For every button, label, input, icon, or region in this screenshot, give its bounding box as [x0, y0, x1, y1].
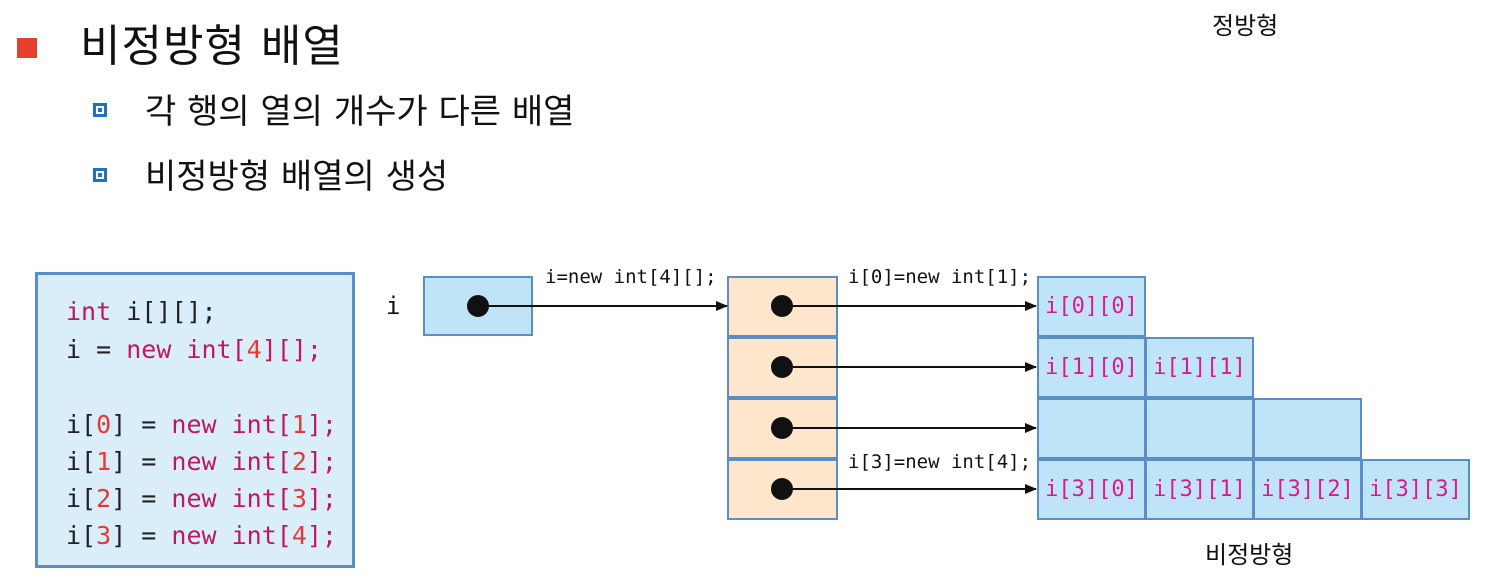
code-keyword: int[ — [216, 447, 292, 476]
array-cell: i[1][0] — [1037, 337, 1146, 398]
code-line: i[1] = new int[2]; — [66, 447, 337, 476]
code-text: ]; — [306, 447, 337, 476]
code-keyword: new — [171, 521, 217, 550]
edge-label-alloc-rows: i=new int[4][]; — [545, 266, 717, 288]
sub-bullet-icon — [93, 168, 107, 182]
code-text: ]; — [306, 521, 337, 550]
array-cell — [1145, 398, 1254, 459]
code-text: i[ — [66, 484, 97, 513]
main-bullet-icon — [17, 38, 37, 58]
code-keyword: new — [126, 335, 172, 364]
code-number: 4 — [246, 335, 262, 364]
array-cell: i[3][1] — [1145, 459, 1254, 520]
code-number: 1 — [291, 410, 307, 439]
code-line: i[0] = new int[1]; — [66, 410, 337, 439]
array-cell: i[0][0] — [1037, 276, 1146, 337]
sub-bullet-icon — [93, 103, 107, 117]
diagram-caption: 비정방형 — [1205, 541, 1294, 569]
code-text: ] = — [111, 521, 172, 550]
top-right-label: 정방형 — [1212, 12, 1279, 40]
code-keyword: int[ — [216, 484, 292, 513]
code-number: 3 — [291, 484, 307, 513]
code-text: i[ — [66, 521, 97, 550]
edge-label-alloc-row3: i[3]=new int[4]; — [848, 451, 1032, 473]
code-line: i[2] = new int[3]; — [66, 484, 337, 513]
code-keyword: new — [171, 410, 217, 439]
code-line: i[3] = new int[4]; — [66, 521, 337, 550]
code-number: 1 — [96, 447, 112, 476]
array-cell: i[3][3] — [1361, 459, 1470, 520]
code-line: i = new int[4][]; — [66, 335, 322, 364]
pointer-arrow — [771, 356, 1037, 378]
array-cell — [1253, 398, 1362, 459]
variable-label: i — [386, 292, 401, 320]
code-text: i = — [66, 335, 127, 364]
code-number: 2 — [96, 484, 112, 513]
bullet-text-2: 비정방형 배열의 생성 — [145, 157, 449, 197]
code-text: i[ — [66, 410, 97, 439]
code-keyword: int[ — [216, 410, 292, 439]
edge-label-alloc-row0: i[0]=new int[1]; — [848, 266, 1032, 288]
code-number: 0 — [96, 410, 112, 439]
code-number: 2 — [291, 447, 307, 476]
slide-title: 비정방형 배열 — [80, 21, 344, 72]
bullet-text-1: 각 행의 열의 개수가 다른 배열 — [145, 92, 575, 132]
code-keyword: int — [66, 297, 112, 326]
code-text: ] = — [111, 484, 172, 513]
code-text: ] = — [111, 447, 172, 476]
code-keyword: new — [171, 484, 217, 513]
pointer-arrow — [771, 417, 1037, 439]
code-keyword: new — [171, 447, 217, 476]
code-text: ][]; — [261, 335, 322, 364]
array-cell: i[3][0] — [1037, 459, 1146, 520]
code-number: 4 — [291, 521, 307, 550]
pointer-arrow — [771, 478, 1037, 500]
code-number: 3 — [96, 521, 112, 550]
code-line: int i[][]; — [66, 297, 217, 326]
pointer-arrow — [467, 295, 728, 317]
code-text: i[ — [66, 447, 97, 476]
array-cell: i[1][1] — [1145, 337, 1254, 398]
code-keyword: int[ — [216, 521, 292, 550]
code-keyword: int[ — [171, 335, 247, 364]
code-text: ]; — [306, 484, 337, 513]
code-box: int i[][]; i = new int[4][]; i[0] = new … — [35, 272, 355, 568]
code-text: i[][]; — [111, 297, 217, 326]
pointer-arrow — [771, 295, 1037, 317]
code-text: ]; — [306, 410, 337, 439]
code-text: ] = — [111, 410, 172, 439]
